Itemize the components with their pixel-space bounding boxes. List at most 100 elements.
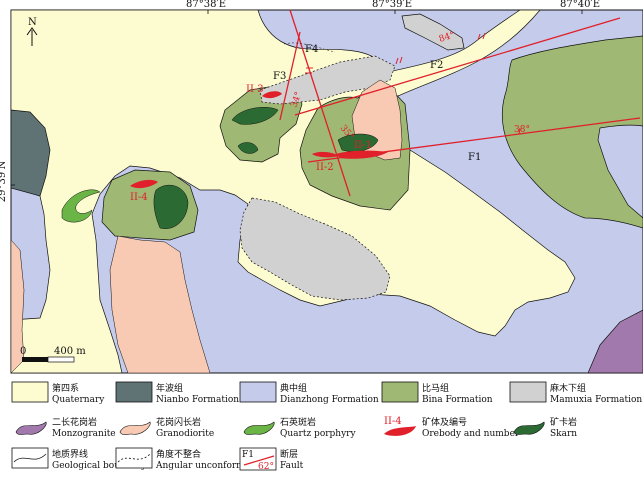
fault-label-f2: F2	[430, 60, 443, 71]
mamuxia-area-north	[259, 55, 396, 105]
scale-zero: 0	[20, 346, 26, 357]
legend-fault-dip: 62°	[258, 462, 274, 472]
label-ii-3: II-3	[246, 84, 264, 95]
fault-label-f4: F4	[305, 44, 318, 55]
unconformity-line	[283, 42, 336, 53]
legend-swatch	[243, 455, 275, 466]
legend-fault-tag: F1	[242, 450, 254, 460]
monzogranite-se	[587, 309, 643, 374]
legend-label-en: Bina Formation	[422, 395, 493, 405]
coord-top-2: 87°39′E	[372, 0, 413, 10]
legend-swatch	[11, 381, 49, 403]
legend-label-en: Monzogranite	[52, 429, 116, 439]
skarn-center	[337, 133, 379, 152]
legend-swatch	[15, 421, 47, 435]
coord-left: 29°39′N	[0, 160, 9, 203]
legend-label-en: Orebody and number	[422, 429, 520, 439]
legend-label-zh: 第四系	[52, 382, 79, 394]
fault-label-f3: F3	[273, 71, 286, 82]
north-label: N	[28, 17, 37, 28]
legend-swatch	[381, 381, 419, 403]
legend-label-en: Mamuxia Formation	[550, 395, 642, 405]
north-arrow: N	[26, 17, 38, 46]
orebody-ii-3	[262, 91, 282, 99]
skarn-sw	[153, 184, 189, 229]
label-ii-2: II-2	[316, 162, 334, 173]
legend-swatch	[513, 421, 545, 435]
legend-label-en: Quaternary	[52, 395, 105, 405]
bina-area-east	[501, 35, 643, 229]
legend-label-zh: 花岗闪长岩	[156, 416, 201, 428]
legend-swatch	[13, 453, 47, 463]
legend-label-zh: 年波组	[156, 382, 183, 394]
legend-label-zh: 典中组	[280, 382, 307, 394]
fault-label-f1: F1	[468, 152, 481, 163]
legend-label-zh: 地质界线	[52, 448, 88, 460]
legend-label-en: Nianbo Formation	[156, 395, 239, 405]
nianbo-west	[10, 109, 51, 197]
legend-swatch	[243, 421, 275, 435]
coord-top-3: 87°40′E	[560, 0, 601, 10]
legend-label-zh: 比马组	[422, 382, 449, 394]
label-ii-1: II-1	[354, 140, 372, 151]
scale-bar: 0 400 m	[20, 346, 86, 363]
legend-swatch	[509, 381, 547, 403]
coord-top-1: 87°38′E	[186, 0, 227, 10]
fault-f1-line	[307, 117, 641, 163]
mamuxia-area-south	[239, 197, 391, 301]
orebody-ii-2	[312, 151, 340, 158]
granodiorite-sw	[109, 235, 211, 374]
label-ii-4: II-4	[130, 192, 148, 203]
dip-f2: 84°	[438, 30, 456, 44]
legend-label-zh: 二长花岗岩	[52, 416, 97, 428]
fault-ticks	[305, 32, 521, 135]
legend-ore-tag: II-4	[384, 416, 402, 427]
fault-f3-line	[279, 31, 301, 121]
legend-label-zh: 断层	[280, 448, 298, 460]
legend-label-en: Skarn	[550, 429, 577, 439]
legend-label-zh: 石英斑岩	[280, 416, 316, 428]
fault-f2-line	[294, 17, 621, 116]
legend-label-en: Angular unconformity	[155, 461, 257, 471]
legend-swatch	[117, 453, 151, 463]
legend-label-en: Granodiorite	[156, 429, 214, 439]
legend-swatch	[115, 381, 153, 403]
quaternary-area	[10, 9, 576, 374]
legend-swatch	[119, 421, 151, 435]
legend-label-zh: 矿体及编号	[422, 416, 467, 428]
fault-lines	[279, 9, 641, 197]
skarn-f3-small	[237, 142, 259, 154]
scale-distance: 400 m	[54, 346, 86, 357]
orebody-ii-4	[130, 179, 158, 189]
skarn-f3	[231, 107, 279, 125]
legend-label-zh: 矿卡岩	[550, 416, 577, 428]
legend-swatch	[239, 381, 277, 403]
fault-f1-cross	[289, 9, 351, 197]
legend-label-en: Quartz porphyry	[280, 429, 356, 439]
legend-label-en: Fault	[280, 461, 304, 471]
coordinate-ticks	[11, 10, 583, 186]
quartz-porphyry-west	[61, 189, 101, 223]
legend-label-en: Geological boundary	[52, 461, 147, 471]
granodiorite-west	[10, 239, 25, 374]
legend-swatch	[384, 426, 416, 436]
legend-label-zh: 麻木下组	[550, 382, 586, 394]
legend-label-en: Dianzhong Formation	[280, 395, 379, 405]
legend-label-zh: 角度不整合	[156, 448, 201, 460]
mamuxia-strip-ne	[401, 13, 465, 51]
